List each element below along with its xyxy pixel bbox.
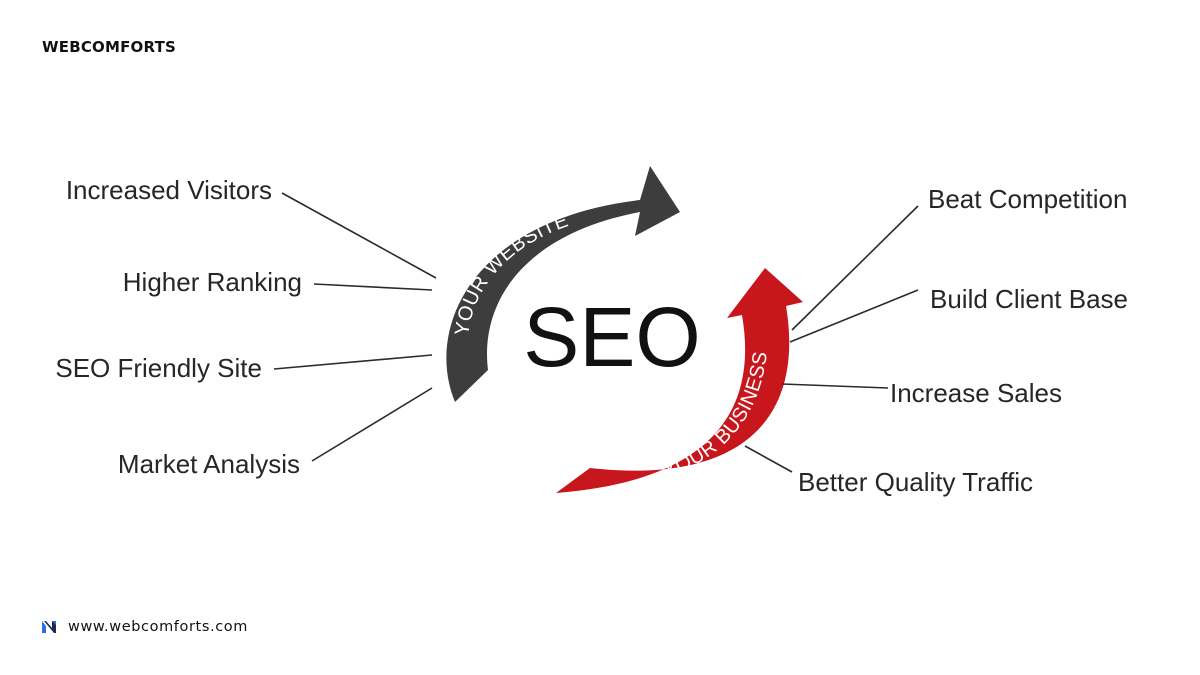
leader-line bbox=[789, 289, 919, 343]
business-benefit-label: Beat Competition bbox=[928, 184, 1127, 214]
business-benefit-label: Build Client Base bbox=[930, 284, 1128, 314]
your-website-arrow bbox=[446, 166, 680, 402]
webcomforts-logo-icon bbox=[42, 621, 56, 633]
leader-line bbox=[313, 283, 433, 291]
leader-line bbox=[781, 383, 889, 389]
your-business-arrow bbox=[556, 268, 803, 493]
leader-line bbox=[281, 192, 437, 279]
leader-line bbox=[791, 205, 919, 331]
website-benefit-label: Increased Visitors bbox=[66, 175, 272, 205]
leader-line bbox=[273, 354, 433, 370]
leader-line bbox=[744, 445, 793, 473]
brand-logo: WEBCOMFORTS bbox=[42, 38, 177, 56]
website-benefit-label: SEO Friendly Site bbox=[55, 353, 262, 383]
website-url[interactable]: www.webcomforts.com bbox=[68, 619, 248, 635]
website-benefit-label: Higher Ranking bbox=[123, 267, 302, 297]
seo-center-label: SEO bbox=[523, 290, 700, 384]
business-benefit-label: Increase Sales bbox=[890, 378, 1062, 408]
business-benefit-label: Better Quality Traffic bbox=[798, 467, 1033, 497]
leader-line bbox=[311, 387, 433, 462]
footer: www.webcomforts.com bbox=[40, 618, 248, 636]
website-benefit-label: Market Analysis bbox=[118, 449, 300, 479]
